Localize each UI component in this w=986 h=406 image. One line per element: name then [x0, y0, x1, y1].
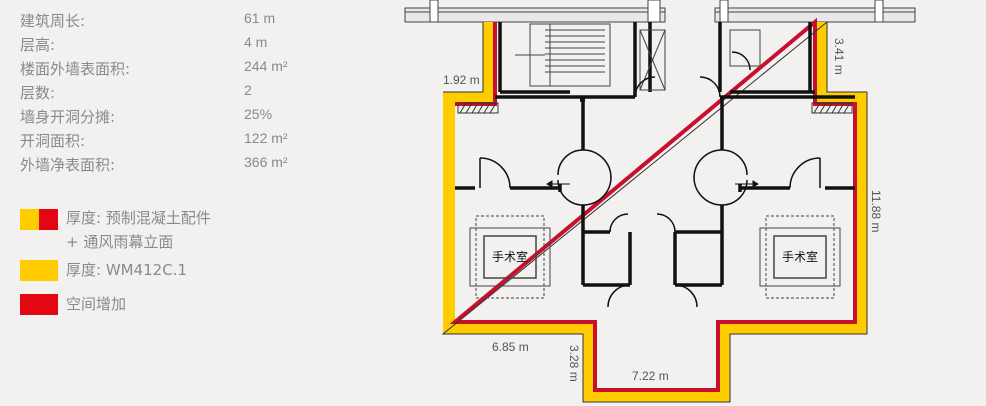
room-label: 手术室	[492, 249, 528, 264]
hatch-strips	[457, 102, 853, 114]
dimension-label: 3.41 m	[832, 38, 846, 75]
stat-value: 366 m²	[244, 154, 288, 170]
facade-outline	[441, 20, 868, 403]
stat-value: 122 m²	[244, 130, 288, 146]
dimension-label: 7.22 m	[632, 369, 669, 383]
yellow-swatch	[20, 209, 39, 230]
staircase	[515, 23, 611, 87]
stat-label: 层高:	[20, 36, 56, 54]
dimension-label: 11.88 m	[869, 190, 883, 232]
room-label: 手术室	[782, 249, 818, 264]
top-building-strip	[404, 0, 916, 23]
stat-value: 25%	[244, 106, 273, 122]
stat-label: 楼面外墙表面积:	[20, 60, 131, 78]
interior-walls	[455, 22, 855, 287]
legend-label: 空间增加	[66, 295, 127, 313]
stat-label: 外墙净表面积:	[20, 156, 116, 174]
red-swatch	[20, 294, 58, 315]
dimension-label: 6.85 m	[492, 340, 529, 354]
stat-label: 墙身开洞分摊:	[20, 108, 116, 126]
stat-label: 建筑周长:	[20, 12, 86, 30]
yellow-swatch	[20, 260, 58, 281]
door-swings	[479, 51, 821, 308]
direction-arrows	[546, 180, 759, 188]
stat-value: 4 m	[244, 34, 268, 50]
operating-room-left: 手术室	[469, 215, 551, 299]
stat-value: 61 m	[244, 10, 276, 26]
stat-label: 层数:	[20, 84, 56, 102]
stat-value: 244 m²	[244, 58, 288, 74]
legend-label-line2: + 通风雨幕立面	[66, 233, 174, 251]
operating-room-right: 手术室	[759, 215, 841, 299]
legend-label-line1: 厚度: 预制混凝土配件	[66, 209, 211, 227]
dimension-label: 1.92 m	[443, 73, 480, 87]
dimension-label: 3.28 m	[567, 345, 581, 382]
facade-yellow-band	[443, 22, 867, 402]
stat-label: 开洞面积:	[20, 132, 86, 150]
red-swatch	[39, 209, 58, 230]
stat-value: 2	[244, 82, 252, 98]
legend-label: 厚度: WM412C.1	[66, 261, 188, 279]
service-shafts	[639, 29, 761, 91]
floor-plan: 手术室 手术室 1.92 m 3.41 m 11.88 m 6.85 m 3.2…	[404, 0, 916, 403]
